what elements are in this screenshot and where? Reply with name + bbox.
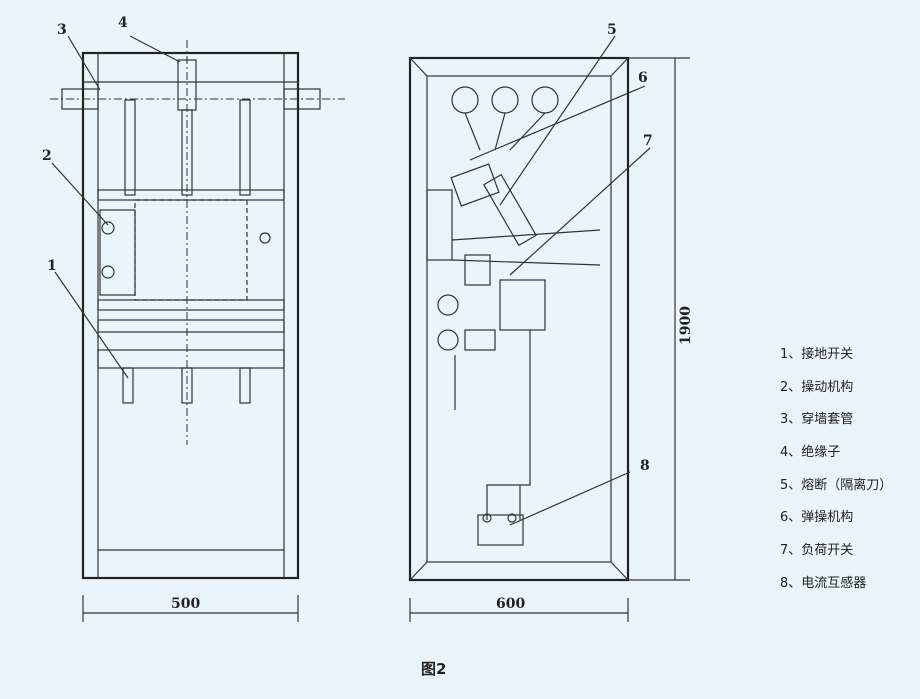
- legend-item: 2、操动机构: [780, 379, 854, 395]
- legend-item: 4、绝缘子: [780, 445, 841, 461]
- callout-7: 7: [643, 133, 653, 149]
- callout-3: 3: [57, 22, 67, 38]
- front-view-cabinet: [50, 35, 345, 622]
- legend-item: 8、电流互感器: [780, 575, 867, 591]
- callout-5: 5: [607, 22, 617, 38]
- callout-2: 2: [42, 148, 52, 164]
- dimension-right-width: 600: [496, 596, 525, 612]
- legend-item: 6、弹操机构: [780, 510, 854, 526]
- callout-4: 4: [118, 15, 128, 31]
- dimension-height: 1900: [678, 306, 694, 345]
- callout-6: 6: [638, 70, 648, 86]
- legend-item: 7、负荷开关: [780, 543, 854, 559]
- callout-1: 1: [47, 258, 57, 274]
- dimension-left-width: 500: [171, 596, 200, 612]
- legend-item: 1、接地开关: [780, 347, 854, 362]
- callout-8: 8: [640, 458, 650, 474]
- side-view-cabinet: [408, 35, 690, 622]
- legend: 1、接地开关 2、操动机构 3、穿墙套管 4、绝缘子 5、熔断（隔离刀） 6、弹…: [780, 343, 892, 605]
- legend-item: 3、穿墙套管: [780, 412, 854, 428]
- legend-item: 5、熔断（隔离刀）: [780, 477, 893, 493]
- figure-caption: 图2: [421, 660, 447, 678]
